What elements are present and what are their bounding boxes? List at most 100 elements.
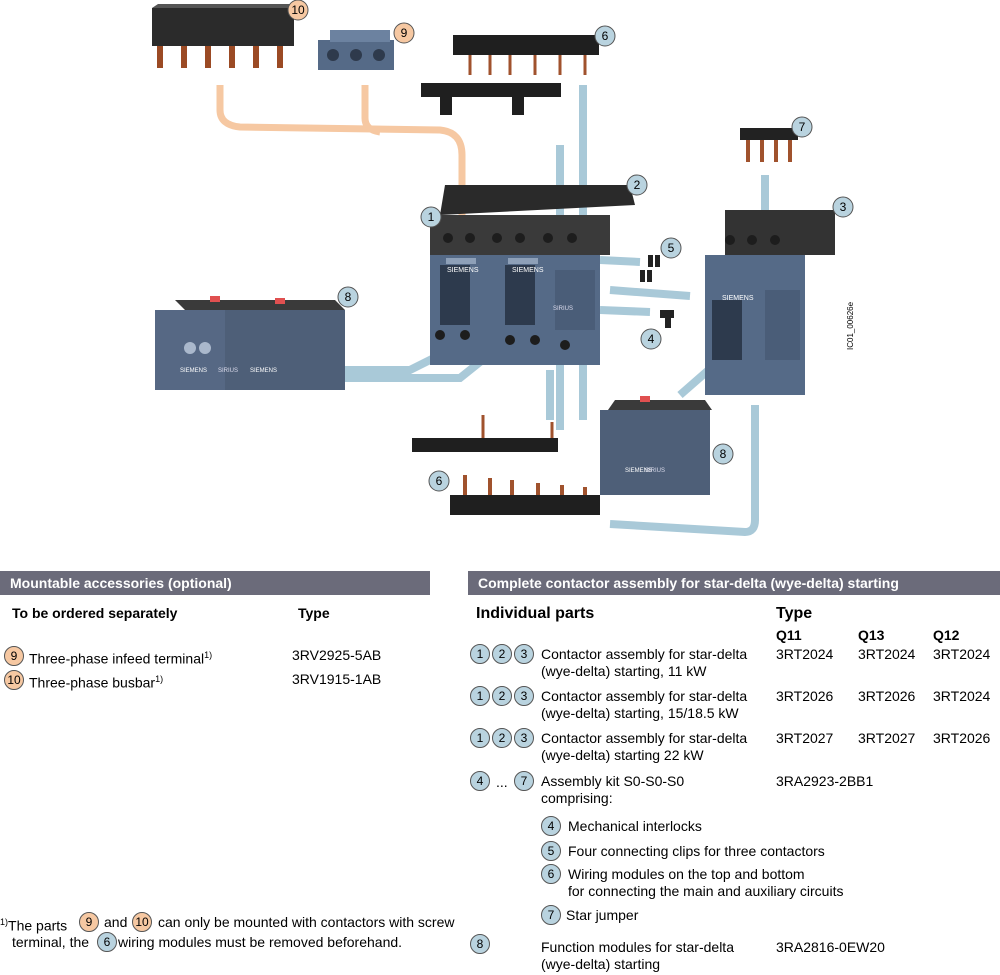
function-module-left — [155, 296, 345, 390]
contactor-star — [705, 210, 835, 395]
brand-label: SIEMENS — [722, 295, 754, 302]
footnote-badge-9: 9 — [79, 912, 99, 932]
col-q11: Q11 — [776, 627, 802, 643]
wiring-module-bottom — [412, 415, 600, 515]
badge-4: 4 — [541, 816, 561, 836]
svg-text:8: 8 — [720, 447, 727, 461]
product-label: SIRIUS — [645, 468, 665, 474]
row-desc: (wye-delta) starting — [541, 956, 661, 972]
function-module-right — [600, 396, 712, 495]
contactor-assembly-header: Complete contactor assembly for star-del… — [468, 571, 1000, 595]
col-type-right: Type — [776, 605, 813, 622]
type-q11: 3RT2024 — [776, 646, 834, 662]
svg-text:1: 1 — [428, 210, 435, 224]
type-q11: 3RT2027 — [776, 730, 834, 746]
type-q11: 3RT2026 — [776, 688, 834, 704]
type-func: 3RA2816-0EW20 — [776, 939, 885, 955]
badge-2: 2 — [492, 644, 512, 664]
row-desc: Three-phase infeed terminal1) — [29, 650, 213, 667]
row-desc: Function modules for star-delta — [541, 939, 734, 955]
product-label: SIRIUS — [553, 306, 573, 312]
row-type: 3RV2925-5AB — [292, 647, 382, 663]
callout-7: 7 — [791, 116, 813, 138]
callout-5: 5 — [660, 237, 682, 259]
type-q12: 3RT2024 — [933, 646, 991, 662]
callout-10-badge: 10 — [4, 670, 24, 690]
col-type-left: Type — [298, 605, 330, 621]
exploded-assembly-diagram: SIEMENS SIEMENS SIEMENS SIEMENS SIEMENS … — [152, 0, 855, 537]
badge-3: 3 — [514, 728, 534, 748]
callout-9: 9 — [393, 22, 415, 44]
svg-text:6: 6 — [436, 474, 443, 488]
callout-6-top: 6 — [594, 25, 616, 47]
brand-label: SIEMENS — [625, 468, 652, 474]
svg-text:9: 9 — [401, 26, 408, 40]
badge-3: 3 — [514, 644, 534, 664]
callout-2: 2 — [626, 174, 648, 196]
badge-7: 7 — [514, 771, 534, 791]
row-desc: Contactor assembly for star-delta — [541, 730, 748, 746]
row-type: 3RV1915-1AB — [292, 671, 382, 687]
range-dots: ... — [496, 774, 508, 790]
callout-10: 10 — [287, 0, 309, 21]
star-jumper-part — [740, 128, 798, 162]
item-text: for connecting the main and auxiliary ci… — [568, 883, 844, 899]
badge-8: 8 — [470, 934, 490, 954]
busbar-part — [152, 4, 300, 68]
orange-lines — [216, 85, 466, 215]
row-desc: Contactor assembly for star-delta — [541, 646, 748, 662]
badge-3: 3 — [514, 686, 534, 706]
badge-7: 7 — [541, 905, 561, 925]
type-kit: 3RA2923-2BB1 — [776, 773, 874, 789]
item-text: Four connecting clips for three contacto… — [568, 843, 825, 859]
type-q13: 3RT2027 — [858, 730, 916, 746]
brand-label: SIEMENS — [447, 267, 479, 274]
col-q13: Q13 — [858, 627, 885, 643]
connecting-clips-part — [640, 255, 660, 282]
svg-text:4: 4 — [648, 332, 655, 346]
type-q12: 3RT2024 — [933, 688, 991, 704]
row-desc: Three-phase busbar1) — [29, 674, 164, 691]
type-q13: 3RT2024 — [858, 646, 916, 662]
svg-text:5: 5 — [668, 241, 675, 255]
callout-group: 10 9 6 7 2 3 1 5 8 4 8 6 — [287, 0, 854, 492]
svg-text:3: 3 — [840, 200, 847, 214]
brand-label: SIEMENS — [512, 267, 544, 274]
footnote-badge-6: 6 — [97, 932, 117, 952]
row-desc: comprising: — [541, 790, 613, 806]
badge-2: 2 — [492, 728, 512, 748]
product-label: SIRIUS — [218, 368, 238, 374]
svg-text:7: 7 — [799, 120, 806, 134]
svg-text:8: 8 — [345, 290, 352, 304]
badge-1: 1 — [470, 644, 490, 664]
row-desc: (wye-delta) starting 22 kW — [541, 747, 704, 763]
callout-9-badge: 9 — [4, 646, 24, 666]
infeed-terminal-part — [318, 30, 394, 70]
row-desc: Assembly kit S0-S0-S0 — [541, 773, 685, 789]
row-desc: (wye-delta) starting, 15/18.5 kW — [541, 705, 739, 721]
brand-label: SIEMENS — [250, 368, 277, 374]
col-q12: Q12 — [933, 627, 960, 643]
callout-1: 1 — [420, 206, 442, 228]
wiring-module-top — [421, 35, 599, 115]
mountable-accessories-header: Mountable accessories (optional) — [0, 571, 430, 595]
row-desc: Contactor assembly for star-delta — [541, 688, 748, 704]
badge-4: 4 — [470, 771, 490, 791]
badge-2: 2 — [492, 686, 512, 706]
svg-text:10: 10 — [291, 3, 305, 17]
callout-3: 3 — [832, 196, 854, 218]
badge-1: 1 — [470, 686, 490, 706]
figure-id-label: IC01_00626e — [846, 301, 855, 350]
footnote-badge-10: 10 — [132, 912, 152, 932]
badge-1: 1 — [470, 728, 490, 748]
col-individual-parts: Individual parts — [476, 605, 595, 622]
contactor-assembly-main — [430, 185, 635, 365]
type-q13: 3RT2026 — [858, 688, 916, 704]
badge-6: 6 — [541, 864, 561, 884]
row-desc: (wye-delta) starting, 11 kW — [541, 663, 707, 679]
svg-text:6: 6 — [602, 29, 609, 43]
item-text: Star jumper — [566, 907, 639, 923]
callout-6-bottom: 6 — [428, 470, 450, 492]
item-text: Mechanical interlocks — [568, 818, 702, 834]
brand-label: SIEMENS — [180, 368, 207, 374]
